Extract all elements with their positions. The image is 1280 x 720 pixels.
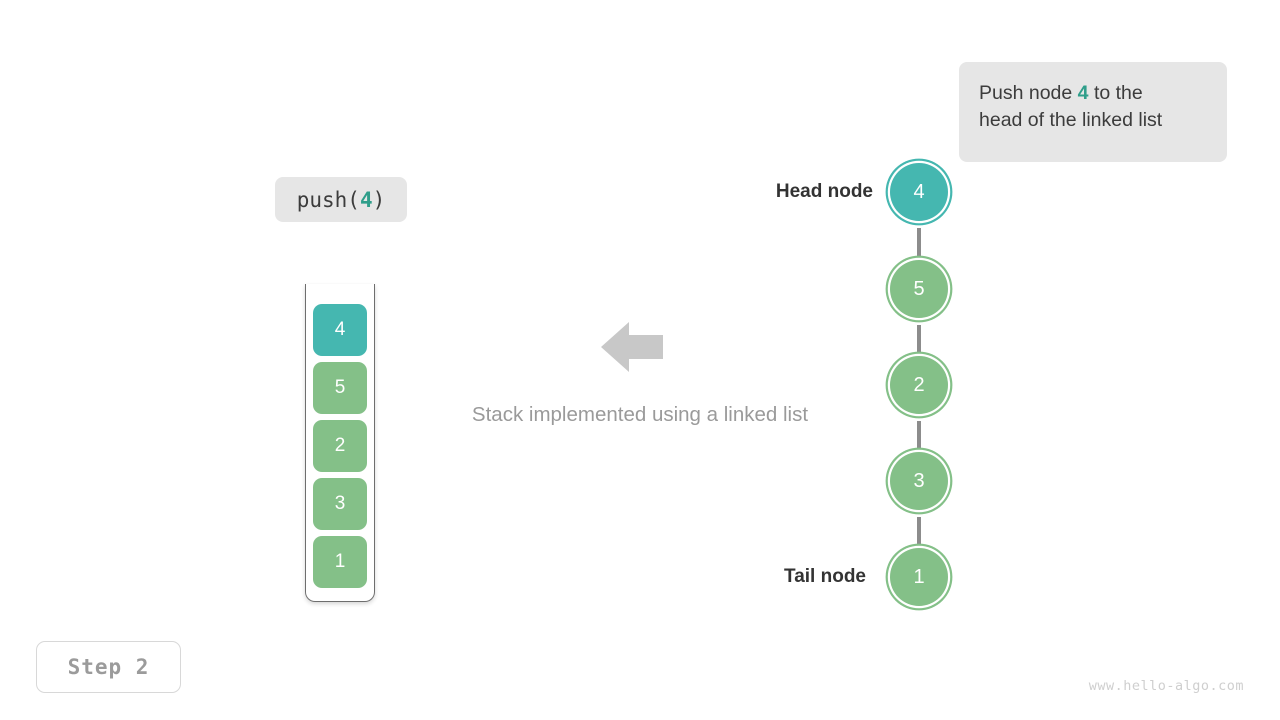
step-badge: Step 2 (36, 641, 181, 693)
head-node-label: Head node (775, 181, 873, 202)
stack-cell: 4 (313, 304, 367, 356)
stack-container: 4 5 2 3 1 (305, 284, 375, 602)
operation-label: push(4) (275, 177, 407, 222)
linked-list-edge (917, 517, 921, 555)
linked-list-node: 3 (890, 452, 948, 510)
stack-cell: 1 (313, 536, 367, 588)
linked-list-node: 4 (890, 163, 948, 221)
stack-cell: 5 (313, 362, 367, 414)
description-line2: head of the linked list (979, 109, 1163, 131)
operation-value: 4 (359, 187, 373, 212)
description-callout: Push node 4 to the head of the linked li… (959, 62, 1227, 162)
diagram-caption: Stack implemented using a linked list (471, 403, 809, 426)
left-arrow-icon (601, 322, 663, 372)
linked-list-node: 5 (890, 260, 948, 318)
linked-list-node: 1 (890, 548, 948, 606)
linked-list-edge (917, 421, 921, 459)
description-line1-prefix: Push node (979, 82, 1078, 104)
description-highlight-value: 4 (1077, 82, 1089, 104)
stack-cell: 3 (313, 478, 367, 530)
linked-list: 4 5 2 3 1 (860, 150, 1040, 620)
stack-cell-list: 4 5 2 3 1 (313, 304, 367, 594)
linked-list-edge (917, 325, 921, 363)
linked-list-edge (917, 228, 921, 266)
description-line1-suffix: to the (1088, 82, 1143, 104)
stack-cell: 2 (313, 420, 367, 472)
tail-node-label: Tail node (784, 566, 866, 587)
linked-list-node: 2 (890, 356, 948, 414)
watermark: www.hello-algo.com (1088, 678, 1244, 694)
operation-suffix: ) (372, 187, 386, 212)
operation-prefix: push( (296, 187, 360, 212)
stack-walls (305, 284, 375, 602)
